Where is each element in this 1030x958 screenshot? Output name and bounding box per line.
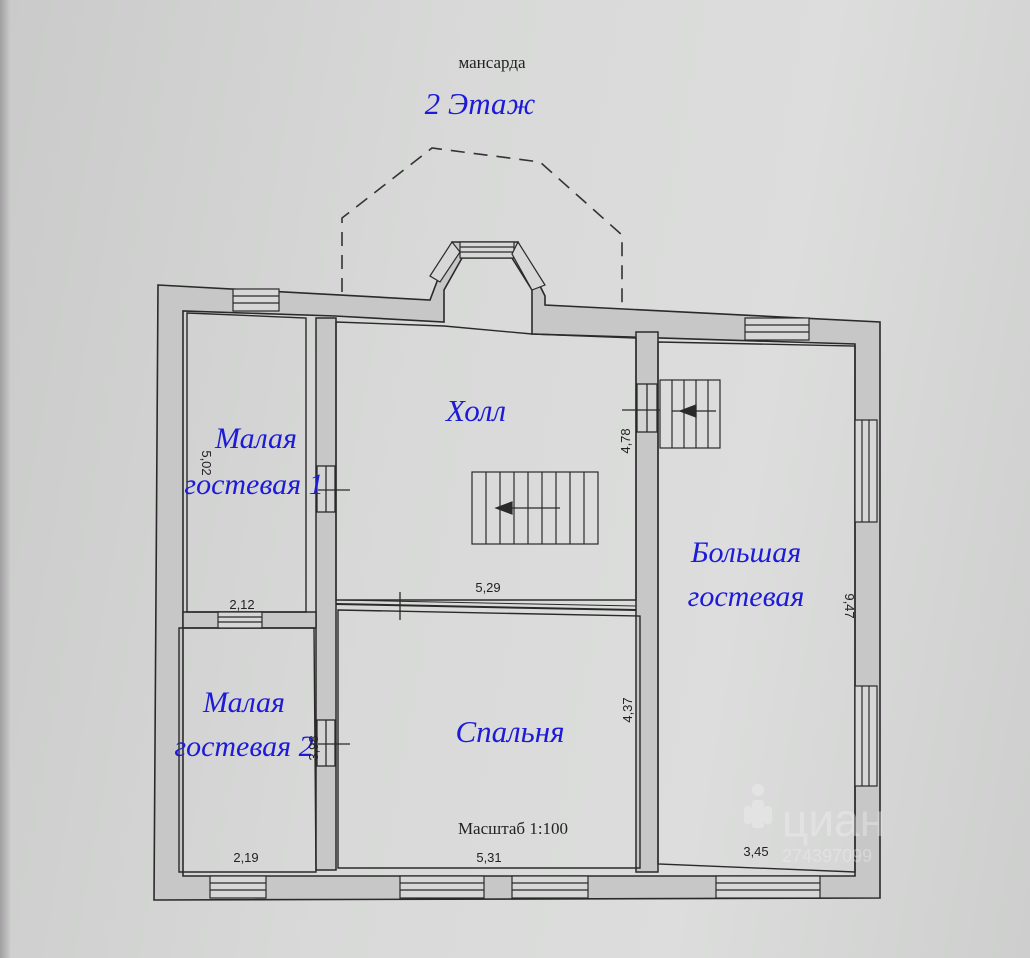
label-small-guest-2-line1: Малая — [202, 686, 285, 719]
dim-small1-width: 2,12 — [229, 597, 254, 612]
dim-small1-height: 5,02 — [199, 450, 214, 475]
interior-walls — [182, 317, 659, 873]
stairs-large-guest — [659, 379, 721, 449]
room-small-guest-1 — [186, 312, 307, 613]
window-right-lower — [854, 685, 878, 787]
dim-bedroom-width: 5,31 — [476, 850, 501, 865]
window-small-divider — [217, 611, 263, 629]
window-bottom-right — [715, 875, 821, 899]
dim-hall-depth: 4,78 — [618, 428, 633, 453]
room-large-guest — [657, 341, 856, 873]
label-small-guest-2-line2: гостевая 2 — [174, 730, 313, 763]
wall-left-partition — [315, 317, 337, 871]
window-right-upper — [854, 419, 878, 523]
window-bottom-mid-1 — [399, 875, 485, 899]
room-small-guest-2 — [178, 627, 317, 873]
watermark-id: 274397099 — [782, 846, 872, 866]
cian-watermark: циан 274397099 — [744, 784, 885, 866]
wall-hall-bedroom — [335, 603, 637, 611]
paper-edge-shadow — [0, 0, 10, 958]
label-large-guest-line1: Большая — [690, 536, 801, 569]
label-hall: Холл — [444, 393, 506, 428]
room-bedroom — [337, 609, 641, 869]
dim-small2-height: 3,98 — [306, 735, 321, 760]
dim-hall-width: 5,29 — [475, 580, 500, 595]
windows — [209, 240, 878, 899]
attic-outline — [341, 147, 623, 312]
watermark-brand: циан — [782, 794, 885, 846]
person-icon — [744, 784, 772, 828]
attic-label: мансарда — [458, 53, 526, 72]
window-bottom-mid-2 — [511, 875, 589, 899]
dim-large-width: 3,45 — [743, 844, 768, 859]
floor-title: 2 Этаж — [425, 86, 536, 121]
label-bedroom: Спальня — [455, 714, 564, 749]
window-top-left — [232, 288, 280, 312]
scale-label: Масштаб 1:100 — [458, 819, 568, 838]
stairs-hall — [471, 471, 599, 545]
window-bottom-left — [209, 875, 267, 899]
dim-large-height: 9,47 — [842, 593, 857, 618]
dim-bedroom-depth: 4,37 — [620, 697, 635, 722]
dim-small2-width: 2,19 — [233, 850, 258, 865]
doors — [316, 383, 660, 767]
room-hall — [335, 321, 637, 601]
label-large-guest-line2: гостевая — [688, 580, 805, 613]
window-bay — [429, 240, 546, 291]
label-small-guest-1-line1: Малая — [214, 422, 297, 455]
label-small-guest-1-line2: гостевая 1 — [184, 468, 323, 501]
exterior-walls — [153, 241, 881, 901]
window-top-right — [744, 317, 810, 341]
